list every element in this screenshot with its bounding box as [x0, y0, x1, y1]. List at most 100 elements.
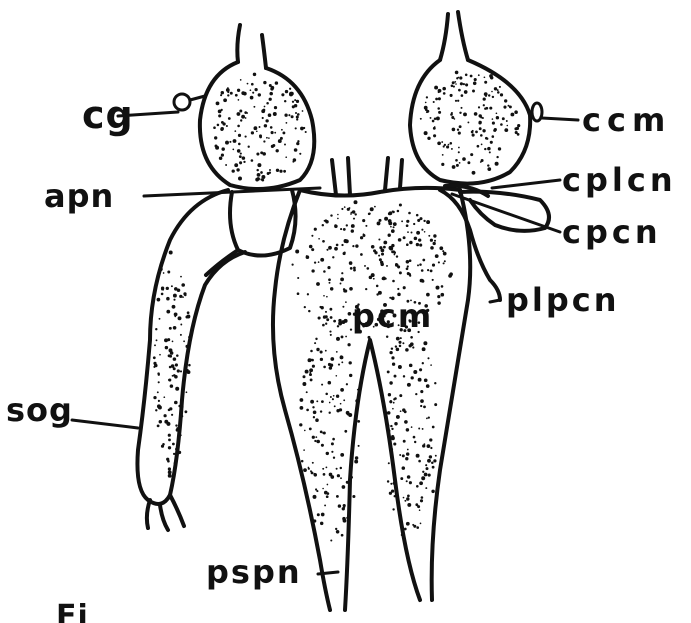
- stipple-dot: [237, 89, 240, 92]
- stipple-dot: [398, 238, 402, 242]
- stipple-dot: [407, 272, 410, 275]
- stipple-dot: [327, 266, 330, 269]
- stipple-dot: [389, 246, 393, 250]
- stipple-dot: [221, 147, 224, 150]
- stipple-dot: [225, 164, 227, 166]
- stipple-dot: [187, 370, 191, 374]
- stipple-dot: [483, 104, 485, 106]
- stipple-dot: [216, 102, 220, 106]
- stipple-dot: [186, 391, 188, 393]
- stipple-dot: [420, 390, 423, 393]
- stipple-dot: [181, 405, 183, 407]
- stipple-dot: [168, 354, 171, 357]
- stipple-dot: [309, 245, 313, 249]
- leader-pspn: [318, 572, 338, 574]
- stipple-dot: [273, 113, 275, 115]
- stipple-dot: [455, 100, 457, 102]
- stipple-dot: [291, 115, 294, 118]
- stipple-dot: [421, 496, 424, 499]
- stipple-dot: [336, 495, 339, 498]
- stipple-dot: [405, 457, 408, 460]
- stipple-dot: [215, 145, 218, 148]
- stipple-dot: [236, 168, 239, 171]
- stipple-dot: [416, 243, 419, 246]
- stipple-dot: [171, 285, 173, 287]
- stipple-dot: [341, 534, 344, 537]
- stipple-dot: [390, 400, 392, 402]
- stipple-dot: [387, 411, 391, 415]
- stipple-dot: [438, 97, 441, 100]
- stipple-dot: [345, 301, 347, 303]
- stipple-dot: [458, 89, 461, 92]
- stipple-dot: [221, 154, 224, 157]
- stipple-dot: [403, 375, 405, 377]
- stipple-dot: [378, 255, 380, 257]
- stipple-dot: [310, 350, 313, 353]
- stipple-dot: [330, 357, 334, 361]
- stipple-dot: [382, 277, 386, 281]
- stipple-dot: [446, 145, 449, 148]
- stipple-dot: [365, 288, 367, 290]
- stipple-dot: [393, 402, 395, 404]
- stipple-dot: [336, 395, 339, 398]
- stipple-dot: [159, 420, 162, 423]
- stipple-dot: [450, 113, 453, 116]
- stipple-dot: [419, 368, 422, 371]
- stipple-dot: [336, 337, 340, 341]
- sog-ganglion: [137, 190, 245, 504]
- stipple-dot: [308, 358, 312, 362]
- stipple-dot: [487, 164, 489, 166]
- stipple-dot: [420, 399, 424, 403]
- stipple-dot: [349, 374, 352, 377]
- stipple-dot: [373, 278, 375, 280]
- stipple-dot: [336, 375, 338, 377]
- stipple-dot: [441, 285, 444, 288]
- stipple-dot: [300, 398, 304, 402]
- stipple-dot: [427, 269, 429, 271]
- stipple-dot: [330, 396, 332, 398]
- stipple-dot: [330, 287, 333, 290]
- right-cerebral-ganglion: [410, 60, 530, 184]
- stipple-dot: [369, 276, 373, 280]
- stipple-dot: [451, 85, 454, 88]
- stipple-dot: [187, 311, 190, 314]
- stipple-dot: [391, 229, 395, 233]
- stipple-dot: [427, 137, 430, 140]
- stipple-dot: [421, 476, 425, 480]
- stipple-dot: [320, 350, 323, 353]
- stipple-dot: [394, 495, 396, 497]
- stipple-dot: [181, 415, 183, 417]
- stipple-dot: [400, 337, 402, 339]
- stipple-dot: [424, 378, 428, 382]
- stipple-dot: [353, 218, 355, 220]
- stipple-dot: [325, 323, 327, 325]
- stipple-dot: [338, 504, 341, 507]
- stipple-dot: [232, 149, 234, 151]
- stipple-dot: [514, 110, 518, 114]
- stipple-dot: [180, 324, 182, 326]
- stipple-dot: [262, 152, 266, 156]
- stipple-dot: [170, 384, 174, 388]
- stipple-dot: [400, 477, 403, 480]
- stipple-dot: [404, 410, 407, 413]
- stipple-dot: [418, 238, 421, 241]
- stipple-dot: [396, 415, 400, 419]
- stipple-dot: [180, 434, 182, 436]
- stipple-dot: [440, 293, 444, 297]
- stipple-dot: [396, 255, 398, 257]
- stipple-dot: [230, 92, 233, 95]
- stipple-dot: [416, 231, 420, 235]
- stipple-dot: [163, 396, 165, 398]
- stipple-dot: [297, 113, 300, 116]
- stipple-dot: [269, 92, 273, 96]
- stipple-dot: [438, 91, 440, 93]
- stipple-dot: [381, 253, 384, 256]
- stipple-dot: [176, 354, 179, 357]
- stipple-dot: [407, 231, 409, 233]
- stipple-dot: [288, 114, 290, 116]
- stipple-dot: [515, 131, 518, 134]
- stipple-dot: [306, 391, 308, 393]
- stipple-dot: [272, 144, 275, 147]
- stipple-dot: [315, 338, 317, 340]
- stipple-dot: [474, 112, 478, 116]
